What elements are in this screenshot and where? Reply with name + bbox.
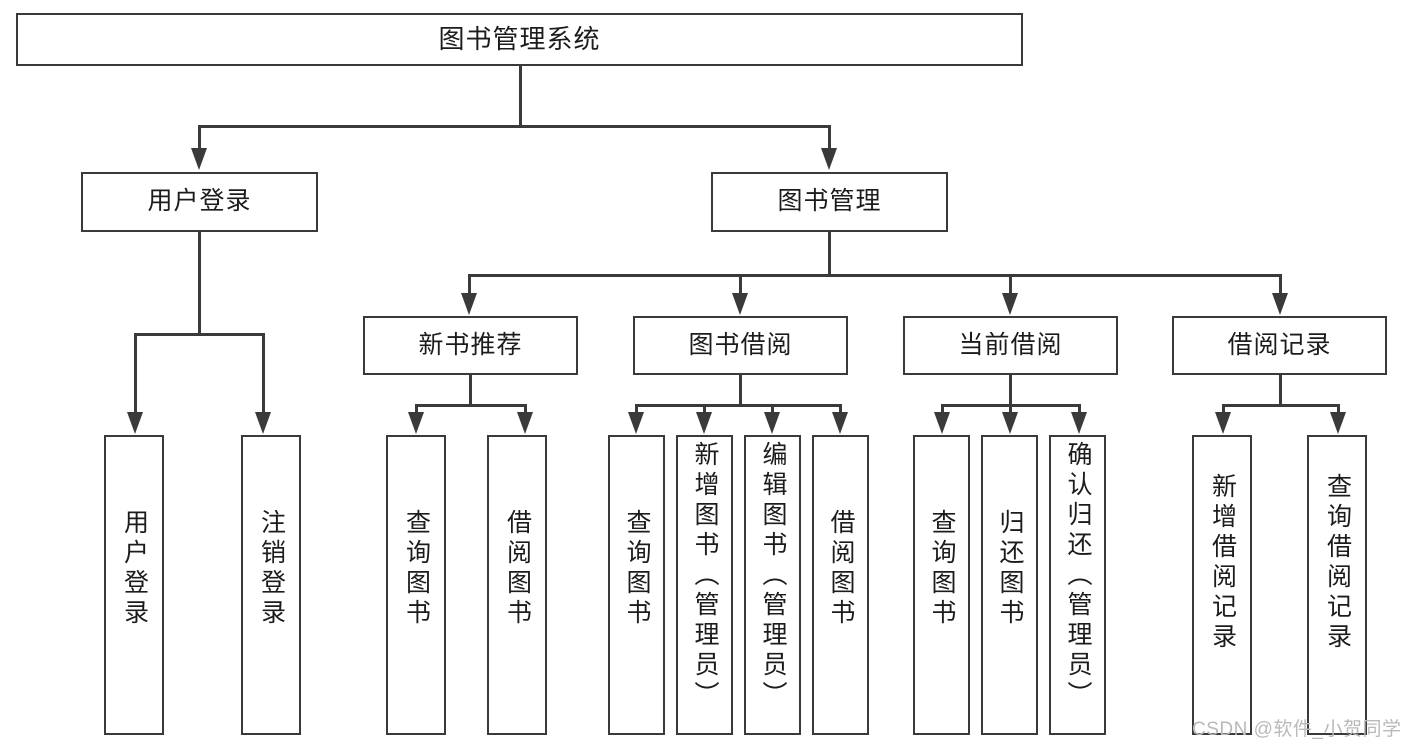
leaf-label: 借阅图书 — [503, 509, 532, 629]
connector-drop-leaf-current-borrow-2 — [1078, 404, 1081, 413]
leaf-label: 注销登录 — [257, 509, 286, 629]
arrowhead-borrow-record — [1272, 293, 1288, 315]
arrowhead-current-borrow — [1002, 293, 1018, 315]
arrowhead-leaf-new-book-0 — [408, 412, 424, 434]
arrowhead-leaf-book-borrow-0 — [628, 412, 644, 434]
node-book-borrow[interactable]: 图书借阅 — [633, 316, 848, 375]
leaf-label: 查询图书 — [402, 509, 431, 629]
connector-drop-leaf-new-book-1 — [524, 404, 527, 413]
leaf-borrow-record-add-record[interactable]: 新增借阅记录 — [1192, 435, 1252, 735]
arrowhead-new-book — [461, 293, 477, 315]
connector-borrow-record-stem — [1279, 375, 1282, 407]
connector-drop-borrow-record — [1279, 274, 1282, 294]
leaf-label: 查询图书 — [928, 509, 956, 629]
arrowhead-user-login — [191, 148, 207, 170]
connector-drop-new-book — [468, 274, 471, 294]
leaf-new-book-query-book[interactable]: 查询图书 — [386, 435, 446, 735]
arrowhead-leaf-book-borrow-1 — [696, 412, 712, 434]
arrowhead-leaf-current-borrow-2 — [1071, 412, 1087, 434]
connector-drop-current-borrow — [1009, 274, 1012, 294]
leaf-user-login-login[interactable]: 用户登录 — [104, 435, 164, 735]
leaf-label: 查询图书 — [623, 509, 651, 629]
connector-drop-book-management — [828, 125, 831, 148]
arrowhead-leaf-current-borrow-0 — [934, 412, 950, 434]
connector-drop-leaf-current-borrow-1 — [1009, 404, 1012, 413]
leaf-book-borrow-borrow-book[interactable]: 借阅图书 — [812, 435, 869, 735]
connector-drop-leaf-book-borrow-0 — [635, 404, 638, 413]
node-label: 图书管理 — [777, 187, 882, 216]
node-label: 借阅记录 — [1227, 330, 1332, 359]
connector-user-login-bus — [134, 333, 265, 336]
leaf-new-book-borrow-book[interactable]: 借阅图书 — [487, 435, 547, 735]
leaf-label: 新增图书（管理员） — [691, 441, 719, 711]
node-user-login[interactable]: 用户登录 — [81, 172, 318, 232]
connector-drop-leaf-book-borrow-2 — [771, 404, 774, 413]
connector-book-borrow-stem — [739, 375, 742, 407]
connector-drop-book-borrow — [739, 274, 742, 294]
arrowhead-leaf-book-borrow-2 — [764, 412, 780, 434]
connector-borrow-record-bus — [1222, 404, 1340, 407]
leaf-current-borrow-return-book[interactable]: 归还图书 — [981, 435, 1038, 735]
node-borrow-record[interactable]: 借阅记录 — [1172, 316, 1387, 375]
leaf-label: 编辑图书（管理员） — [759, 441, 787, 711]
node-root-book-management-system[interactable]: 图书管理系统 — [16, 13, 1023, 66]
arrowhead-leaf-user-login-1 — [255, 412, 271, 434]
connector-current-borrow-stem — [1009, 375, 1012, 407]
arrowhead-leaf-book-borrow-3 — [832, 412, 848, 434]
connector-drop-leaf-new-book-0 — [415, 404, 418, 413]
connector-drop-user-login — [198, 125, 201, 148]
leaf-label: 用户登录 — [120, 509, 149, 629]
connector-drop-leaf-user-login-1 — [262, 333, 265, 413]
connector-new-book-stem — [469, 375, 472, 407]
connector-root-stem — [519, 66, 522, 126]
connector-book-borrow-bus — [635, 404, 841, 407]
leaf-label: 归还图书 — [996, 509, 1024, 629]
leaf-current-borrow-confirm-return-admin[interactable]: 确认归还（管理员） — [1049, 435, 1106, 735]
connector-book-management-stem — [828, 232, 831, 276]
node-label: 图书管理系统 — [438, 24, 601, 55]
leaf-label: 确认归还（管理员） — [1064, 441, 1092, 711]
connector-drop-leaf-current-borrow-0 — [941, 404, 944, 413]
arrowhead-book-management — [821, 148, 837, 170]
leaf-borrow-record-query-record[interactable]: 查询借阅记录 — [1307, 435, 1367, 735]
connector-new-book-bus — [415, 404, 527, 407]
connector-drop-leaf-book-borrow-3 — [839, 404, 842, 413]
leaf-label: 新增借阅记录 — [1208, 473, 1237, 653]
connector-drop-leaf-borrow-record-1 — [1337, 404, 1340, 413]
leaf-book-borrow-edit-book-admin[interactable]: 编辑图书（管理员） — [744, 435, 801, 735]
leaf-current-borrow-query-book[interactable]: 查询图书 — [913, 435, 970, 735]
node-label: 用户登录 — [147, 187, 252, 216]
node-label: 图书借阅 — [688, 330, 793, 359]
connector-level2-bus — [198, 125, 831, 128]
node-new-book-recommend[interactable]: 新书推荐 — [363, 316, 578, 375]
arrowhead-leaf-user-login-0 — [127, 412, 143, 434]
node-label: 当前借阅 — [958, 330, 1063, 359]
arrowhead-leaf-borrow-record-0 — [1215, 412, 1231, 434]
connector-drop-leaf-book-borrow-1 — [703, 404, 706, 413]
connector-drop-leaf-borrow-record-0 — [1222, 404, 1225, 413]
arrowhead-leaf-borrow-record-1 — [1330, 412, 1346, 434]
node-book-management[interactable]: 图书管理 — [711, 172, 948, 232]
leaf-label: 借阅图书 — [827, 509, 855, 629]
leaf-label: 查询借阅记录 — [1323, 473, 1352, 653]
leaf-book-borrow-add-book-admin[interactable]: 新增图书（管理员） — [676, 435, 733, 735]
leaf-book-borrow-query-book[interactable]: 查询图书 — [608, 435, 665, 735]
node-current-borrow[interactable]: 当前借阅 — [903, 316, 1118, 375]
arrowhead-book-borrow — [732, 293, 748, 315]
arrowhead-leaf-current-borrow-1 — [1002, 412, 1018, 434]
connector-level3-bus — [468, 274, 1282, 277]
leaf-user-login-logout[interactable]: 注销登录 — [241, 435, 301, 735]
node-label: 新书推荐 — [418, 330, 523, 359]
connector-drop-leaf-user-login-0 — [134, 333, 137, 413]
connector-user-login-stem — [198, 232, 201, 335]
arrowhead-leaf-new-book-1 — [517, 412, 533, 434]
